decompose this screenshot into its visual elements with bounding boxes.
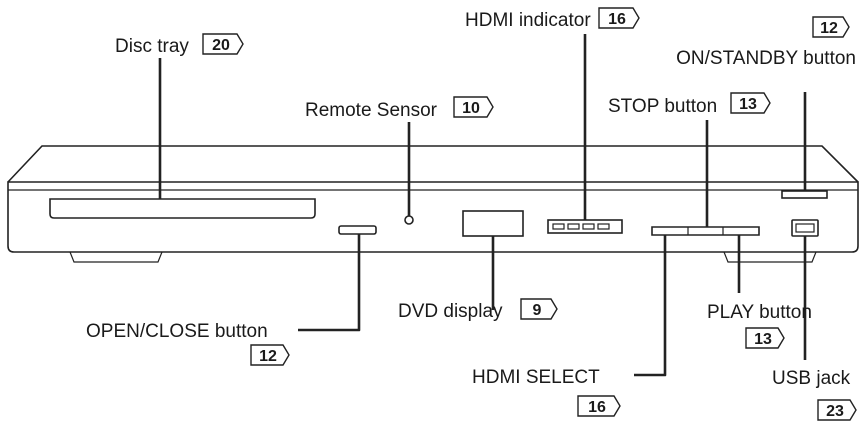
page-ref-badge	[598, 7, 640, 29]
page-ref-play-button: 13	[754, 331, 772, 348]
on-standby-button	[781, 190, 828, 199]
callout-usb-jack: USB jack 23	[772, 368, 857, 421]
left-foot	[69, 251, 163, 263]
page-ref-badge	[453, 96, 494, 118]
dvd-display	[462, 210, 524, 237]
label-stop-button: STOP button	[608, 96, 717, 117]
page-ref-badge	[817, 399, 857, 421]
hdmi-indicator	[547, 219, 623, 234]
page-ref-badge	[577, 395, 621, 417]
open-close-button	[338, 225, 377, 235]
label-remote-sensor: Remote Sensor	[305, 100, 438, 121]
page-ref-hdmi-select: 16	[588, 399, 606, 416]
label-play-button: PLAY button	[707, 302, 812, 323]
page-ref-badge	[730, 92, 771, 114]
callout-stop-button: STOP button 13	[608, 92, 771, 117]
callout-dvd-display: DVD display 9	[398, 298, 558, 322]
disc-tray	[49, 198, 316, 219]
label-disc-tray: Disc tray	[115, 36, 189, 57]
page-ref-on-standby: 12	[820, 20, 838, 37]
right-foot	[723, 251, 817, 263]
control-buttons-strip	[651, 226, 760, 236]
callout-open-close: OPEN/CLOSE button 12	[86, 321, 290, 366]
label-hdmi-select: HDMI SELECT	[472, 367, 600, 388]
page-ref-badge	[250, 344, 290, 366]
leader-open-close	[298, 234, 361, 332]
page-ref-badge	[520, 298, 558, 320]
label-on-standby: ON/STANDBY button	[676, 48, 856, 69]
remote-sensor	[404, 215, 414, 225]
page-ref-badge	[745, 327, 785, 349]
callout-hdmi-indicator: HDMI indicator 16	[465, 7, 640, 31]
page-ref-dvd-display: 9	[533, 302, 542, 319]
page-ref-stop-button: 13	[739, 96, 757, 113]
dvd-player-body	[7, 145, 859, 263]
callout-remote-sensor: Remote Sensor 10	[305, 96, 494, 121]
label-hdmi-indicator: HDMI indicator	[465, 10, 591, 31]
callout-play-button: PLAY button 13	[707, 302, 812, 349]
front-panel	[7, 181, 859, 253]
page-ref-usb-jack: 23	[826, 403, 844, 420]
callout-hdmi-select: HDMI SELECT 16	[472, 367, 621, 417]
page-ref-disc-tray: 20	[212, 37, 230, 54]
page-ref-badge	[812, 16, 850, 38]
usb-jack	[791, 219, 819, 237]
leader-lines	[158, 34, 807, 377]
label-dvd-display: DVD display	[398, 301, 503, 322]
top-surface	[7, 145, 859, 183]
callout-on-standby: 12 ON/STANDBY button	[676, 16, 856, 69]
page-ref-hdmi-indicator: 16	[608, 11, 626, 28]
page-ref-badge	[202, 33, 244, 55]
page-ref-remote-sensor: 10	[462, 100, 480, 117]
label-open-close: OPEN/CLOSE button	[86, 321, 268, 342]
label-usb-jack: USB jack	[772, 368, 851, 389]
page-ref-open-close: 12	[259, 348, 277, 365]
callout-disc-tray: Disc tray 20	[115, 33, 244, 57]
leader-hdmi-select	[634, 235, 667, 377]
